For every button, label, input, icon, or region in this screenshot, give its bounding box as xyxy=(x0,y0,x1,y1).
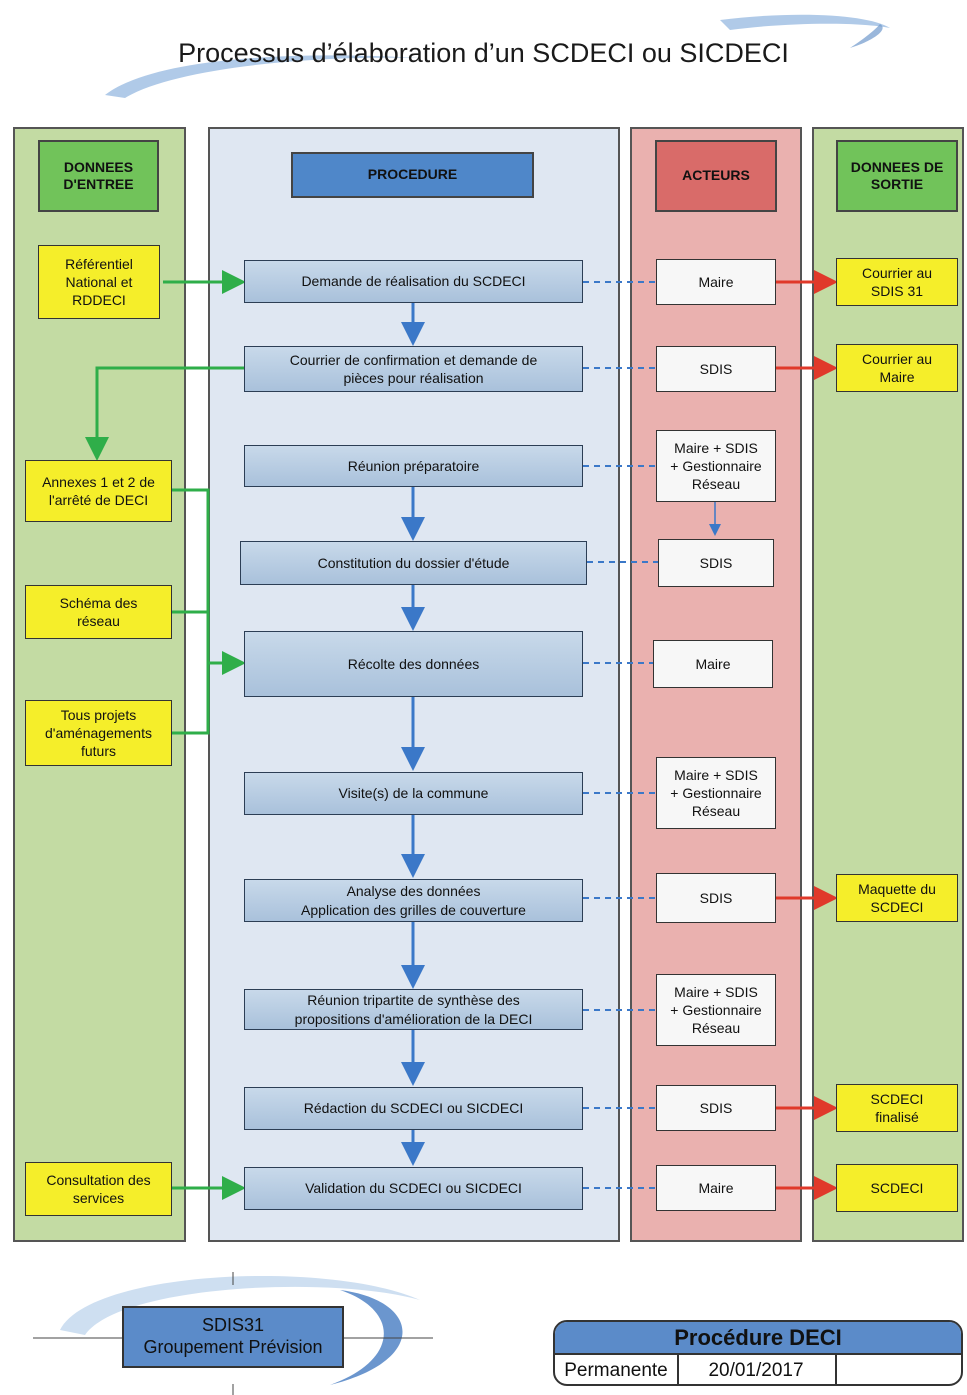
output-scdeci: SCDECI xyxy=(836,1164,958,1212)
actor-step-3: Maire + SDIS + Gestionnaire Réseau xyxy=(656,430,776,502)
header-procedure: PROCEDURE xyxy=(291,152,534,198)
actor-step-7: SDIS xyxy=(656,873,776,923)
step-redaction: Rédaction du SCDECI ou SICDECI xyxy=(244,1087,583,1130)
stamp-date: 20/01/2017 xyxy=(677,1353,837,1384)
title-swoosh xyxy=(105,14,890,98)
step-analyse-donnees: Analyse des données Application des gril… xyxy=(244,879,583,922)
input-projets-amenagement: Tous projets d'aménagements futurs xyxy=(25,700,172,766)
step-visite-commune: Visite(s) de la commune xyxy=(244,772,583,815)
input-arrows xyxy=(85,270,246,1200)
step-constitution-dossier: Constitution du dossier d'étude xyxy=(240,541,587,585)
actor-step-8: Maire + SDIS + Gestionnaire Réseau xyxy=(656,974,776,1046)
actor-step-9: SDIS xyxy=(656,1085,776,1131)
page-title: Processus d’élaboration d’un SCDECI ou S… xyxy=(178,38,789,68)
output-scdeci-finalise: SCDECI finalisé xyxy=(836,1084,958,1132)
outputs-column xyxy=(812,127,964,1242)
stamp-extra xyxy=(835,1353,961,1384)
actor-step-10: Maire xyxy=(656,1165,776,1211)
step-courrier-confirmation: Courrier de confirmation et demande de p… xyxy=(244,346,583,392)
actor-step-1: Maire xyxy=(656,259,776,305)
input-referentiel: Référentiel National et RDDECI xyxy=(38,245,160,319)
actor-step-5: Maire xyxy=(653,640,773,688)
actor-step-4: SDIS xyxy=(658,539,774,587)
actor-step-6: Maire + SDIS + Gestionnaire Réseau xyxy=(656,757,776,829)
header-actors: ACTEURS xyxy=(655,140,777,212)
step-demande-realisation: Demande de réalisation du SCDECI xyxy=(244,260,583,303)
output-maquette: Maquette du SCDECI xyxy=(836,874,958,922)
input-annexes: Annexes 1 et 2 de l'arrêté de DECI xyxy=(25,460,172,522)
step-validation: Validation du SCDECI ou SICDECI xyxy=(244,1167,583,1210)
header-outputs: DONNEES DE SORTIE xyxy=(836,140,958,212)
output-courrier-maire: Courrier au Maire xyxy=(836,344,958,392)
input-schema-reseau: Schéma des réseau xyxy=(25,585,172,639)
actor-links xyxy=(583,281,658,1189)
procedure-stamp: Procédure DECI Permanente 20/01/2017 xyxy=(553,1320,963,1386)
header-inputs: DONNEES D'ENTREE xyxy=(38,140,159,212)
stamp-type: Permanente xyxy=(555,1353,679,1384)
stamp-title: Procédure DECI xyxy=(555,1322,961,1355)
step-reunion-preparatoire: Réunion préparatoire xyxy=(244,445,583,487)
sdis-logo-label: SDIS31 Groupement Prévision xyxy=(122,1306,344,1368)
output-arrows xyxy=(776,270,838,1200)
input-consultation-services: Consultation des services xyxy=(25,1162,172,1216)
step-reunion-tripartite: Réunion tripartite de synthèse des propo… xyxy=(244,989,583,1030)
output-courrier-sdis: Courrier au SDIS 31 xyxy=(836,258,958,306)
actor-step-2: SDIS xyxy=(656,346,776,392)
step-recolte-donnees: Récolte des données xyxy=(244,631,583,697)
